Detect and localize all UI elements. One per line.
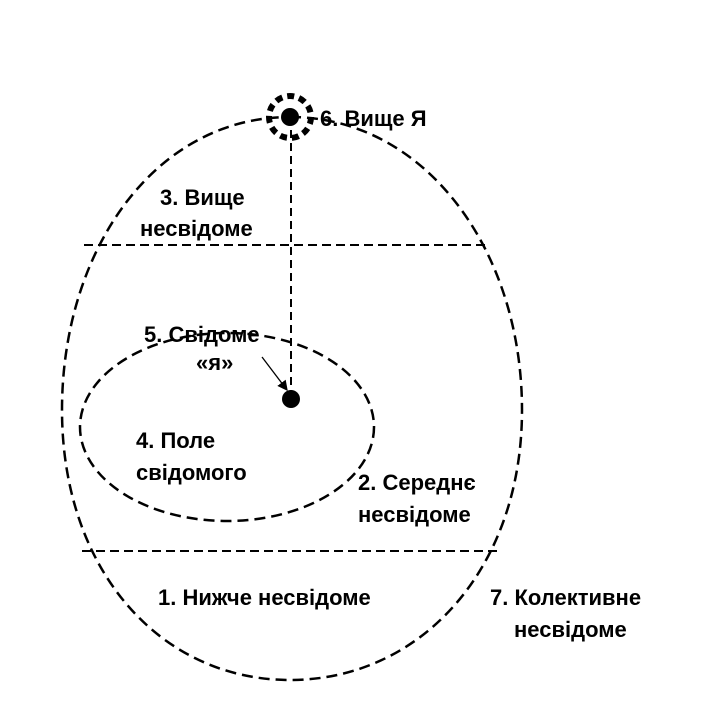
higher-self-halo [266,93,314,141]
label-conscious-self-2: «я» [196,350,233,375]
higher-self-dot [281,108,299,126]
label-middle-unconscious-1: 2. Середнє [358,470,476,495]
label-higher-self: 6. Вище Я [320,106,427,131]
label-field-1: 4. Поле [136,428,215,453]
field-of-consciousness-ellipse [78,331,376,523]
label-lower-unconscious: 1. Нижче несвідоме [158,585,371,610]
label-conscious-self-1: 5. Свідоме [144,322,260,347]
outer-egg-boundary [60,115,524,682]
label-collective-unconscious-2: несвідоме [514,617,627,642]
conscious-self-arrow [261,356,288,392]
label-middle-unconscious-2: несвідоме [358,502,471,527]
label-higher-unconscious-2: несвідоме [140,216,253,241]
label-field-2: свідомого [136,460,247,485]
label-higher-unconscious-1: 3. Вище [160,185,245,210]
conscious-self-dot [282,390,300,408]
label-collective-unconscious-1: 7. Колективне [490,585,641,610]
